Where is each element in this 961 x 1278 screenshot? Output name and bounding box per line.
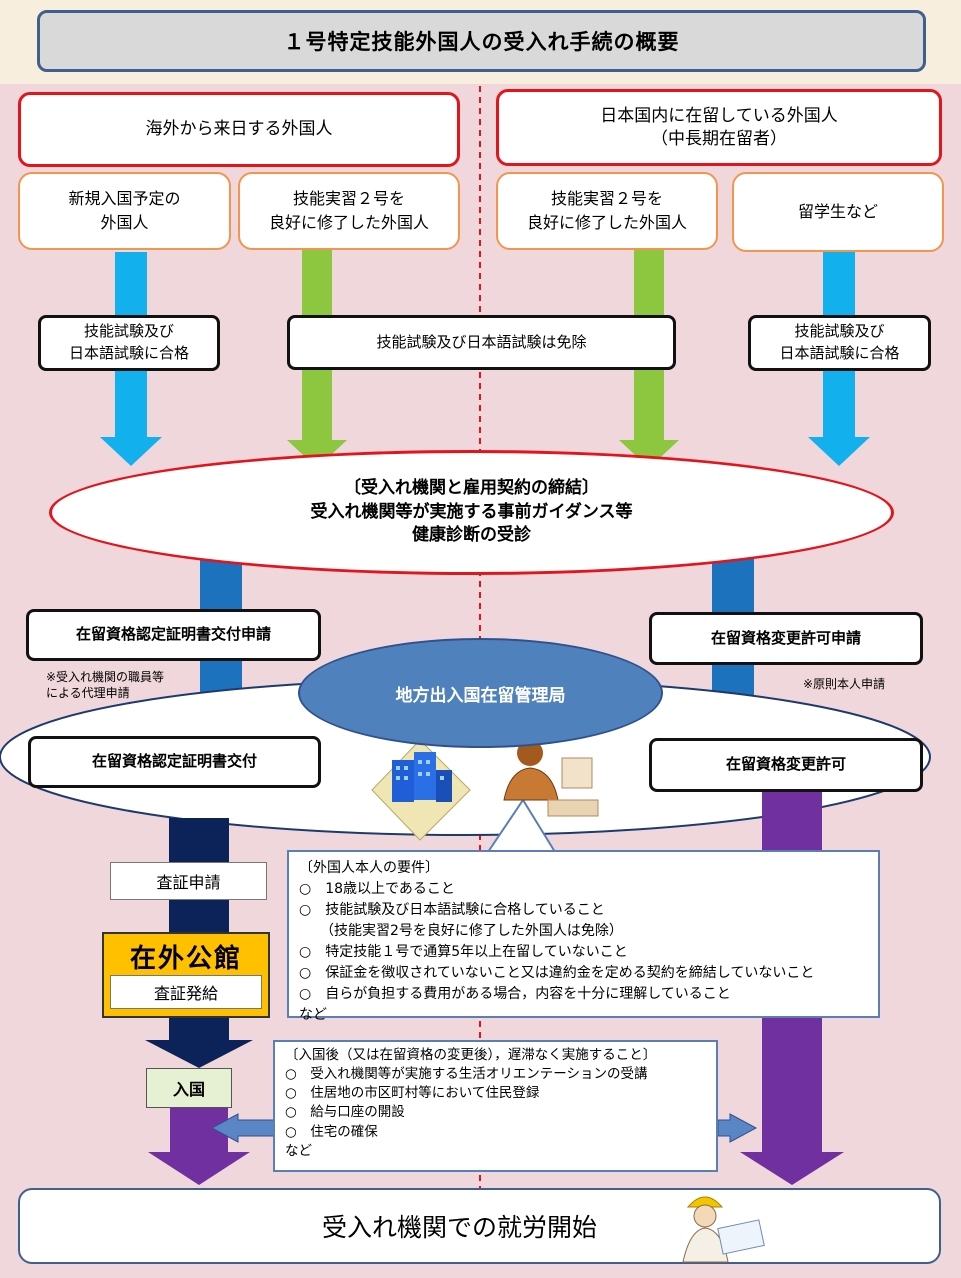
trainee-domestic-box: 技能実習２号を 良好に修了した外国人	[496, 172, 718, 250]
status-change-application-box: 在留資格変更許可申請	[649, 612, 923, 665]
exam-right-line1: 技能試験及び	[794, 322, 885, 341]
exam-exempt: 技能試験及び日本語試験は免除	[287, 315, 676, 370]
new-entrant-line2: 外国人	[100, 213, 149, 232]
coe-issuance-box: 在留資格認定証明書交付	[28, 736, 321, 788]
status-change-grant-box: 在留資格変更許可	[649, 738, 923, 792]
domestic-header-line2: （中長期在留者）	[651, 128, 787, 149]
domestic-header-line1: 日本国内に在留している外国人	[600, 105, 838, 126]
requirement-item: ○ 保証金を徴収されていないこと又は違約金を定める契約を締結していないこと	[299, 965, 815, 981]
page-title: １号特定技能外国人の受入れ手続の概要	[37, 10, 926, 72]
after-entry-etc: など	[285, 1142, 312, 1159]
contract-line1: 〔受入れ機関と雇用契約の締結〕	[343, 477, 599, 498]
after-entry-item: ○ 受入れ機関等が実施する生活オリエンテーションの受講	[285, 1066, 648, 1083]
trainee-overseas-line2: 良好に修了した外国人	[268, 213, 429, 232]
coe-note-line1: ※受入れ機関の職員等	[46, 670, 165, 684]
embassy-label: 在外公館	[129, 944, 242, 974]
employment-start-box: 受入れ機関での就労開始	[18, 1188, 941, 1264]
contract-line2: 受入れ機関等が実施する事前ガイダンス等	[310, 501, 633, 522]
after-entry-heading: 〔入国後（又は在留資格の変更後），遅滞なく実施すること〕	[285, 1047, 657, 1063]
exam-pass-right: 技能試験及び 日本語試験に合格	[748, 315, 931, 371]
overseas-group-header: 海外から来日する外国人	[18, 92, 460, 167]
requirement-item: （技能実習2号を良好に修了した外国人は免除）	[299, 923, 623, 939]
visa-application-box: 査証申請	[110, 862, 267, 900]
requirements-heading: 〔外国人本人の要件〕	[299, 860, 439, 876]
requirement-item: ○ 特定技能１号で通算5年以上在留していないこと	[299, 944, 628, 960]
requirement-item: ○ 技能試験及び日本語試験に合格していること	[299, 902, 605, 918]
requirements-etc: など	[299, 1007, 327, 1023]
after-entry-item: ○ 給与口座の開設	[285, 1104, 405, 1121]
entry-box: 入国	[146, 1068, 232, 1108]
employment-start-label: 受入れ機関での就労開始	[321, 1213, 597, 1242]
requirement-item: ○ 18歳以上であること	[299, 881, 455, 897]
exam-pass-left: 技能試験及び 日本語試験に合格	[38, 315, 220, 371]
new-entrant-line1: 新規入国予定の	[68, 189, 181, 208]
trainee-overseas-box: 技能実習２号を 良好に修了した外国人	[238, 172, 460, 250]
visa-issuance-box: 査証発給	[110, 975, 262, 1009]
exam-right-line2: 日本語試験に合格	[779, 344, 900, 362]
student-box: 留学生など	[732, 172, 944, 252]
arrow-side-right	[717, 1113, 758, 1143]
after-entry-box: 〔入国後（又は在留資格の変更後），遅滞なく実施すること〕 ○ 受入れ機関等が実施…	[273, 1040, 718, 1172]
coe-application-box: 在留資格認定証明書交付申請	[26, 609, 321, 661]
trainee-domestic-line1: 技能実習２号を	[550, 189, 663, 208]
after-entry-item: ○ 住宅の確保	[285, 1123, 378, 1140]
buildings-illustration	[371, 739, 471, 841]
exam-left-line2: 日本語試験に合格	[68, 344, 189, 362]
trainee-overseas-line1: 技能実習２号を	[292, 189, 405, 208]
requirement-item: ○ 自らが負担する費用がある場合，内容を十分に理解していること	[299, 986, 731, 1002]
exam-left-line1: 技能試験及び	[83, 322, 174, 341]
new-entrant-box: 新規入国予定の 外国人	[18, 172, 231, 250]
coe-note-line2: による代理申請	[46, 685, 130, 700]
trainee-domestic-line2: 良好に修了した外国人	[526, 213, 687, 232]
change-note: ※原則本人申請	[803, 677, 886, 691]
contract-ellipse: 〔受入れ機関と雇用契約の締結〕 受入れ機関等が実施する事前ガイダンス等 健康診断…	[49, 450, 894, 575]
contract-line3: 健康診断の受診	[411, 525, 531, 546]
after-entry-item: ○ 住居地の市区町村等において住民登録	[285, 1085, 540, 1102]
regional-immigration-bureau: 地方出入国在留管理局	[298, 638, 663, 748]
embassy-box: 在外公館 査証発給	[102, 932, 270, 1018]
requirements-box: 〔外国人本人の要件〕 ○ 18歳以上であること ○ 技能試験及び日本語試験に合格…	[287, 850, 880, 1023]
domestic-group-header: 日本国内に在留している外国人 （中長期在留者）	[496, 89, 942, 166]
office-worker-illustration	[503, 740, 599, 817]
coe-note: ※受入れ機関の職員等 による代理申請	[46, 670, 216, 701]
